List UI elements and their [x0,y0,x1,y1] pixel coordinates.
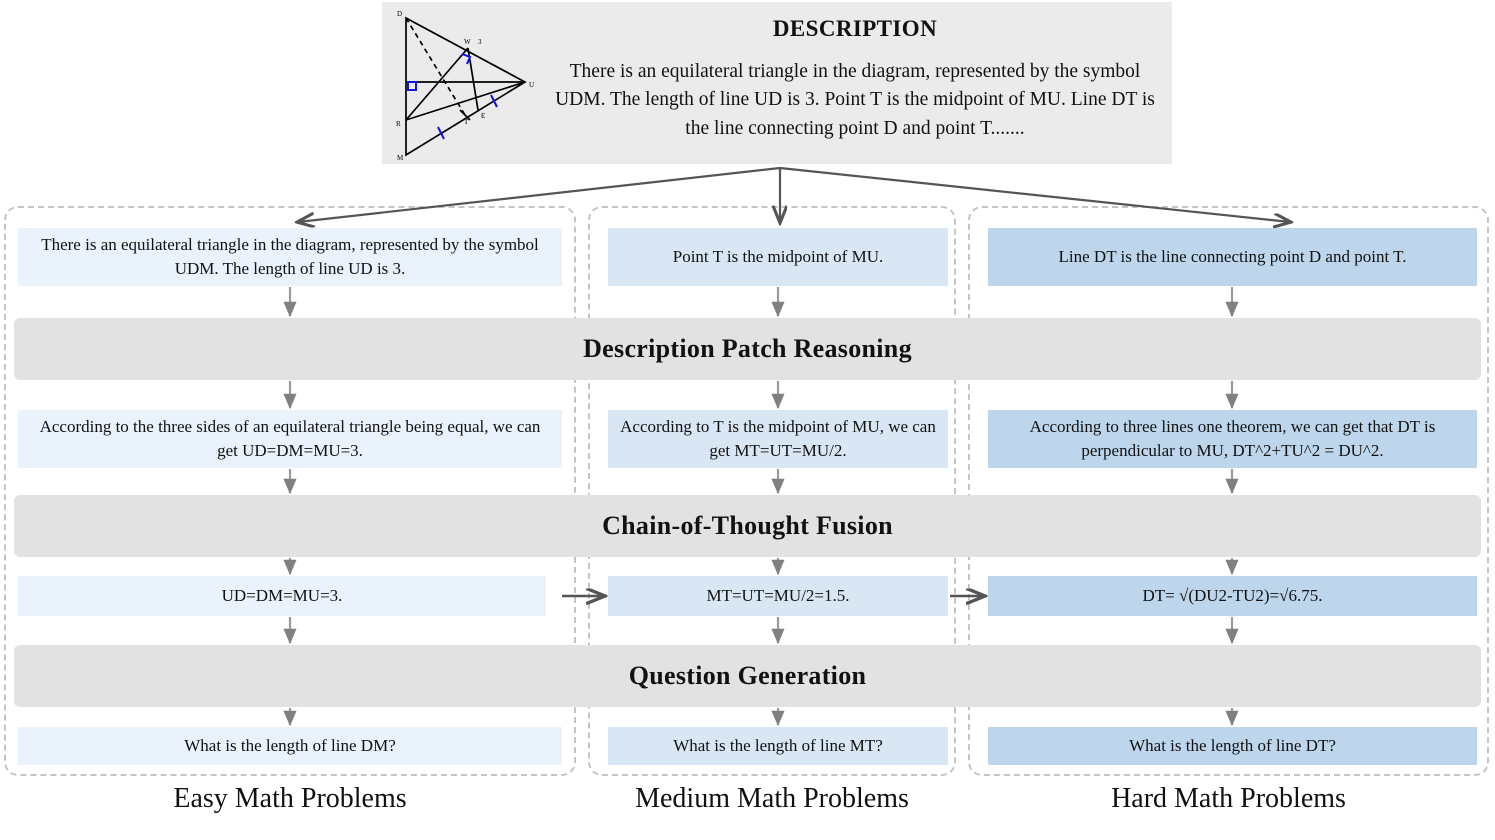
reasoning-hard: According to three lines one theorem, we… [988,410,1477,468]
figure-label-R: R [396,120,401,128]
figure-label-E: E [481,112,485,120]
figure-label-3: 3 [478,38,482,46]
description-text-block: DESCRIPTION There is an equilateral tria… [542,2,1172,164]
band-description-patch-reasoning: Description Patch Reasoning [14,318,1481,380]
patch-medium: Point T is the midpoint of MU. [608,228,948,286]
figure-label-W: W [464,38,471,46]
fusion-medium: MT=UT=MU/2=1.5. [608,576,948,616]
caption-easy: Easy Math Problems [173,783,407,814]
patch-hard: Line DT is the line connecting point D a… [988,228,1477,286]
band-label-qg: Question Generation [628,661,867,690]
caption-medium: Medium Math Problems [635,783,909,814]
figure-label-T: T [464,118,469,126]
caption-hard: Hard Math Problems [1111,783,1346,814]
question-medium: What is the length of line MT? [608,727,948,765]
reasoning-easy: According to the three sides of an equil… [18,410,562,468]
description-title: DESCRIPTION [772,16,938,41]
band-chain-of-thought-fusion: Chain-of-Thought Fusion [14,495,1481,557]
triangle-diagram-svg: D W 3 U E R T M [396,10,534,162]
band-label-cot: Chain-of-Thought Fusion [602,511,893,540]
description-panel: D W 3 U E R T M DESCRIPTION There is an … [382,2,1172,164]
question-easy: What is the length of line DM? [18,727,562,765]
figure-label-U: U [529,81,534,89]
fusion-hard: DT= √(DU2-TU2)=√6.75. [988,576,1477,616]
question-hard: What is the length of line DT? [988,727,1477,765]
geometry-figure: D W 3 U E R T M [382,2,542,164]
fusion-easy: UD=DM=MU=3. [18,576,546,616]
figure-label-M: M [397,154,404,162]
band-label-dpr: Description Patch Reasoning [583,334,912,363]
reasoning-medium: According to T is the midpoint of MU, we… [608,410,948,468]
column-easy [4,206,576,776]
patch-easy: There is an equilateral triangle in the … [18,228,562,286]
figure-label-D: D [397,10,402,18]
description-body: There is an equilateral triangle in the … [555,61,1155,139]
band-question-generation: Question Generation [14,645,1481,707]
